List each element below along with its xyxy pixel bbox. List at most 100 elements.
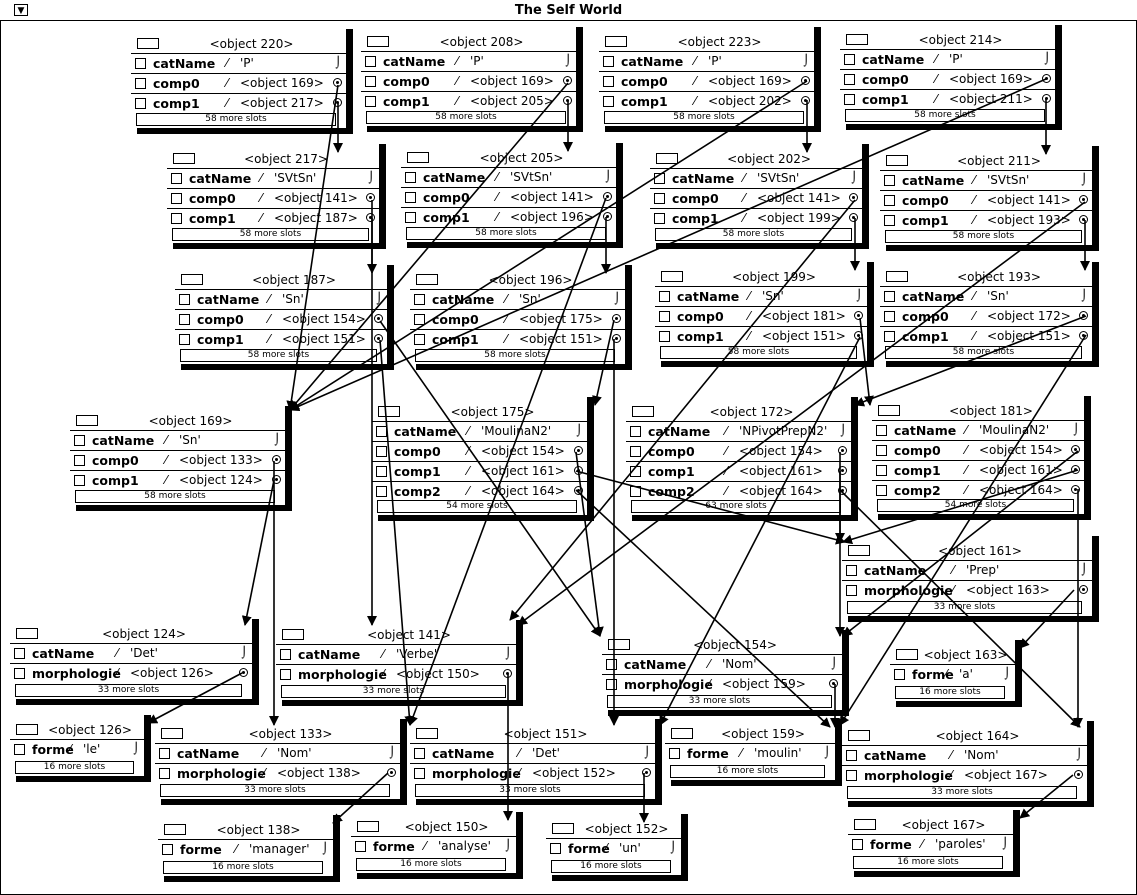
slot-checkbox[interactable] <box>414 748 425 759</box>
slot-checkbox[interactable] <box>846 750 857 761</box>
slot-edit-glyph[interactable]: ⌡ <box>576 424 582 437</box>
outliner-header[interactable]: <object 164> <box>842 727 1087 745</box>
slot-checkbox[interactable] <box>654 173 665 184</box>
slot-row[interactable]: comp0⁄<object 175> <box>410 309 625 329</box>
more-slots-bar[interactable]: 58 more slots <box>415 349 615 362</box>
object-outliner-211[interactable]: <object 211>catName⁄'SVtSn'⌡comp0⁄<objec… <box>880 146 1099 251</box>
slot-reference-knob[interactable] <box>612 314 621 323</box>
more-slots-bar[interactable]: 16 more slots <box>853 856 1003 869</box>
object-outliner-138[interactable]: <object 138>forme⁄'manager'⌡16 more slot… <box>158 815 340 882</box>
slot-checkbox[interactable] <box>603 56 614 67</box>
slot-reference-knob[interactable] <box>374 334 383 343</box>
outliner-header[interactable]: <object 141> <box>276 626 516 644</box>
object-outliner-159[interactable]: <object 159>forme⁄'moulin'⌡16 more slots <box>665 719 842 786</box>
more-slots-bar[interactable]: 58 more slots <box>885 230 1082 243</box>
more-slots-bar[interactable]: 33 more slots <box>160 784 390 797</box>
slot-edit-glyph[interactable]: ⌡ <box>840 424 846 437</box>
slot-checkbox[interactable] <box>876 485 887 496</box>
slot-checkbox[interactable] <box>884 215 895 226</box>
slot-row[interactable]: comp0⁄<object 133> <box>70 450 285 470</box>
slot-row[interactable]: comp0⁄<object 169> <box>131 73 346 93</box>
slot-row[interactable]: morphologie⁄<object 159> <box>602 674 842 694</box>
more-slots-bar[interactable]: 58 more slots <box>136 113 336 126</box>
more-slots-bar[interactable]: 33 more slots <box>15 684 242 697</box>
outliner-expander-box[interactable] <box>886 271 908 282</box>
more-slots-bar[interactable]: 54 more slots <box>877 499 1074 512</box>
slot-edit-glyph[interactable]: ⌡ <box>1002 837 1008 850</box>
outliner-header[interactable]: <object 154> <box>602 636 842 654</box>
outliner-expander-box[interactable] <box>16 724 38 735</box>
slot-row[interactable]: comp1⁄<object 151> <box>655 326 867 346</box>
slot-checkbox[interactable] <box>414 334 425 345</box>
slot-edit-glyph[interactable]: ⌡ <box>803 54 809 67</box>
more-slots-bar[interactable]: 33 more slots <box>847 786 1077 799</box>
slot-edit-glyph[interactable]: ⌡ <box>614 292 620 305</box>
slot-reference-knob[interactable] <box>1042 74 1051 83</box>
slot-row[interactable]: catName⁄'P'⌡ <box>361 51 576 71</box>
more-slots-bar[interactable]: 58 more slots <box>366 111 566 124</box>
slot-checkbox[interactable] <box>659 291 670 302</box>
slot-row[interactable]: comp1⁄<object 151> <box>880 326 1092 346</box>
slot-row[interactable]: comp0⁄<object 141> <box>167 188 379 208</box>
slot-checkbox[interactable] <box>414 314 425 325</box>
slot-reference-knob[interactable] <box>1079 195 1088 204</box>
outliner-header[interactable]: <object 199> <box>655 268 867 286</box>
outliner-header[interactable]: <object 151> <box>410 725 655 743</box>
outliner-expander-box[interactable] <box>605 36 627 47</box>
slot-checkbox[interactable] <box>280 669 291 680</box>
slot-reference-knob[interactable] <box>366 193 375 202</box>
outliner-header[interactable]: <object 205> <box>401 149 616 167</box>
slot-row[interactable]: comp1⁄<object 193> <box>880 210 1092 230</box>
slot-checkbox[interactable] <box>606 659 617 670</box>
more-slots-bar[interactable]: 33 more slots <box>847 601 1082 614</box>
outliner-header[interactable]: <object 196> <box>410 271 625 289</box>
slot-reference-knob[interactable] <box>603 212 612 221</box>
outliner-expander-box[interactable] <box>407 152 429 163</box>
slot-checkbox[interactable] <box>669 748 680 759</box>
slot-checkbox[interactable] <box>135 58 146 69</box>
slot-checkbox[interactable] <box>159 768 170 779</box>
slot-checkbox[interactable] <box>414 768 425 779</box>
slot-row[interactable]: comp1⁄<object 161> <box>372 461 587 481</box>
slot-reference-knob[interactable] <box>503 669 512 678</box>
slot-edit-glyph[interactable]: ⌡ <box>376 292 382 305</box>
more-slots-bar[interactable]: 63 more slots <box>631 500 841 513</box>
outliner-header[interactable]: <object 202> <box>650 150 862 168</box>
slot-checkbox[interactable] <box>171 213 182 224</box>
slot-reference-knob[interactable] <box>603 192 612 201</box>
slot-edit-glyph[interactable]: ⌡ <box>1081 289 1087 302</box>
slot-row[interactable]: comp1⁄<object 196> <box>401 207 616 227</box>
slot-reference-knob[interactable] <box>1071 465 1080 474</box>
slot-checkbox[interactable] <box>844 54 855 65</box>
slot-checkbox[interactable] <box>365 56 376 67</box>
slot-edit-glyph[interactable]: ⌡ <box>1044 52 1050 65</box>
slot-checkbox[interactable] <box>884 311 895 322</box>
slot-checkbox[interactable] <box>603 76 614 87</box>
slot-row[interactable]: catName⁄'Nom'⌡ <box>842 745 1087 765</box>
slot-row[interactable]: comp1⁄<object 217> <box>131 93 346 113</box>
slot-checkbox[interactable] <box>355 841 366 852</box>
outliner-expander-box[interactable] <box>164 824 186 835</box>
slot-row[interactable]: comp0⁄<object 141> <box>650 188 862 208</box>
slot-edit-glyph[interactable]: ⌡ <box>335 56 341 69</box>
slot-checkbox[interactable] <box>659 331 670 342</box>
outliner-header[interactable]: <object 167> <box>848 816 1013 834</box>
slot-row[interactable]: catName⁄'P'⌡ <box>840 49 1055 69</box>
slot-edit-glyph[interactable]: ⌡ <box>133 742 139 755</box>
slot-row[interactable]: catName⁄'NPivotPrepN2'⌡ <box>626 421 851 441</box>
slot-checkbox[interactable] <box>179 294 190 305</box>
slot-checkbox[interactable] <box>14 668 25 679</box>
slot-row[interactable]: catName⁄'Sn'⌡ <box>410 289 625 309</box>
slot-edit-glyph[interactable]: ⌡ <box>856 289 862 302</box>
slot-checkbox[interactable] <box>405 212 416 223</box>
object-outliner-141[interactable]: <object 141>catName⁄'Verbe'⌡morphologie⁄… <box>276 620 523 706</box>
outliner-expander-box[interactable] <box>416 728 438 739</box>
slot-edit-glyph[interactable]: ⌡ <box>368 171 374 184</box>
slot-row[interactable]: comp1⁄<object 124> <box>70 470 285 490</box>
outliner-expander-box[interactable] <box>854 819 876 830</box>
slot-row[interactable]: comp1⁄<object 161> <box>872 460 1084 480</box>
more-slots-bar[interactable]: 16 more slots <box>551 860 671 873</box>
slot-checkbox[interactable] <box>376 486 387 497</box>
object-outliner-205[interactable]: <object 205>catName⁄'SVtSn'⌡comp0⁄<objec… <box>401 143 623 248</box>
slot-reference-knob[interactable] <box>574 466 583 475</box>
